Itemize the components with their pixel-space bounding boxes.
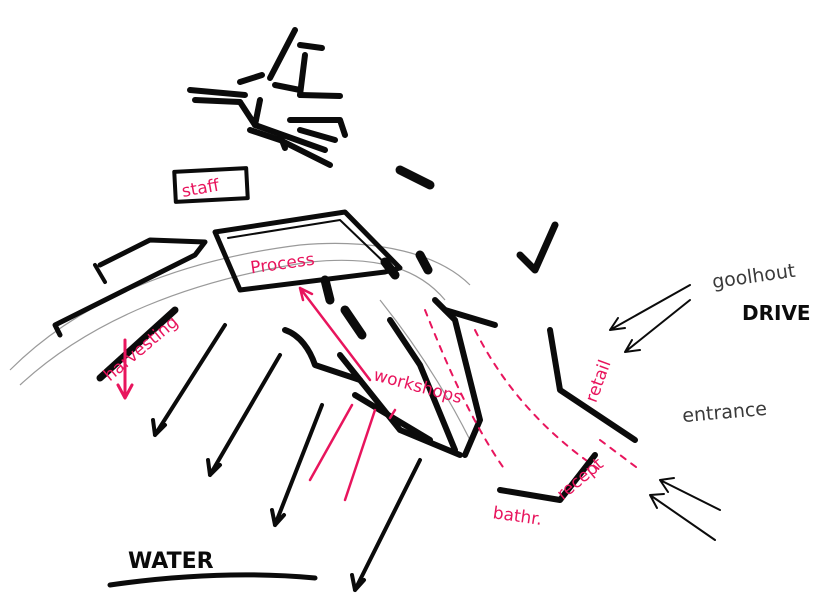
road-name-label: goolhout	[711, 260, 797, 293]
workshops-building: workshops	[285, 288, 464, 500]
water-label: WATER	[128, 549, 214, 574]
retail-label: retail	[582, 357, 616, 405]
top-building-cluster	[190, 30, 345, 165]
entrance-label: entrance	[681, 398, 767, 427]
process-building: Process	[215, 212, 400, 290]
reception-label: recept	[553, 454, 608, 504]
reception-building: recept bathr.	[492, 454, 608, 530]
water-underline	[110, 575, 315, 585]
small-buildings	[325, 170, 430, 335]
bath-label: bathr.	[492, 503, 544, 530]
process-label: Process	[249, 250, 316, 279]
harvesting-label: harvesting	[100, 312, 182, 386]
drive-label: DRIVE	[742, 301, 811, 325]
staff-building: staff	[174, 168, 247, 202]
retail-building: retail	[435, 225, 635, 455]
harvesting-building: harvesting	[55, 240, 205, 398]
